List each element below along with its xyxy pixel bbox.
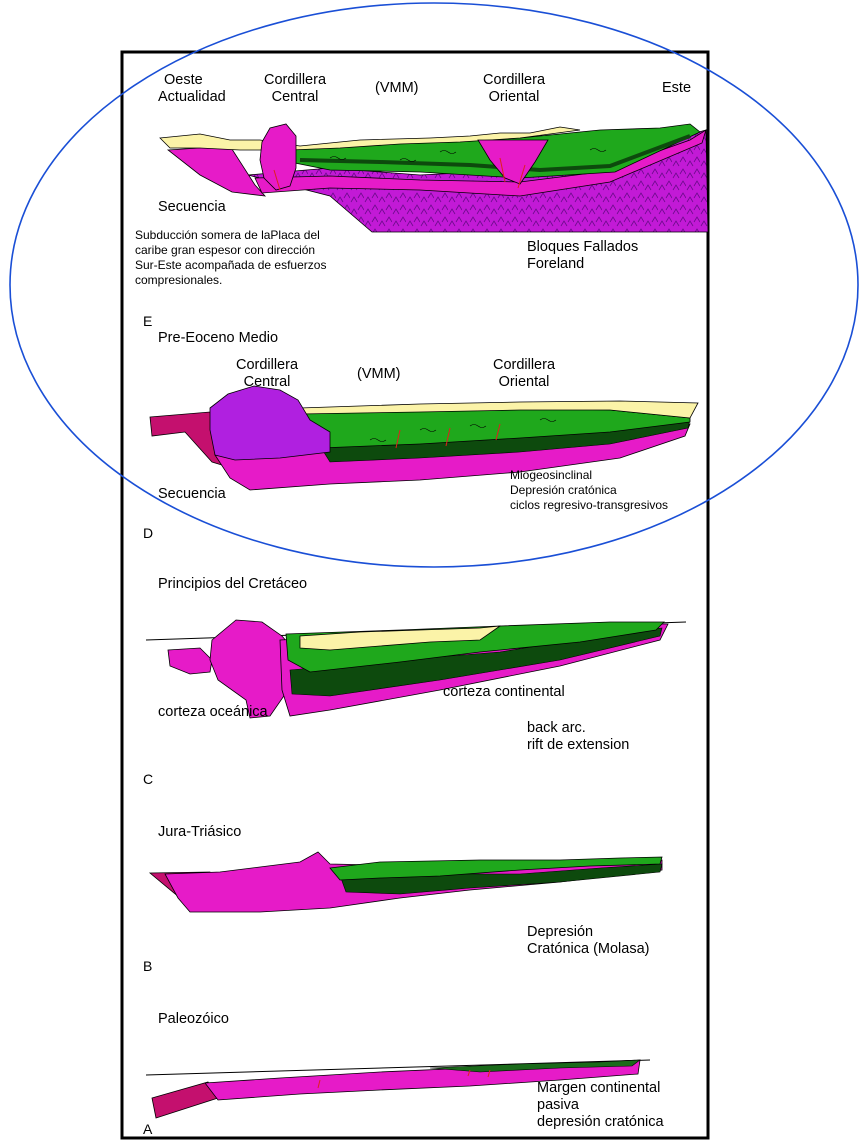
section-b	[150, 852, 662, 912]
label-a-note-3: depresión cratónica	[537, 1114, 664, 1131]
label-c-title: Principios del Cretáceo	[158, 576, 307, 593]
label-e-sequence: Secuencia	[158, 199, 226, 216]
label-letter-c: C	[143, 771, 153, 788]
label-d-cordillera-central-2: Central	[230, 374, 304, 391]
label-c-note-2: rift de extension	[527, 737, 629, 754]
label-b-title: Jura-Triásico	[158, 824, 241, 841]
label-d-note-1: Miogeosinclinal	[510, 468, 592, 482]
label-letter-d: D	[143, 525, 153, 542]
label-d-vmm: (VMM)	[357, 366, 401, 383]
label-west: Oeste	[164, 72, 203, 89]
label-e-blocks-2: Foreland	[527, 256, 584, 273]
label-e-note-2: caribe gran espesor con dirección	[135, 243, 315, 257]
label-e-note-1: Subducción somera de laPlaca del	[135, 228, 320, 242]
label-c-oceanic-crust: corteza oceánica	[158, 704, 268, 721]
label-c-note-1: back arc.	[527, 720, 586, 737]
label-present: Actualidad	[158, 89, 226, 106]
label-b-note-2: Cratónica (Molasa)	[527, 941, 650, 958]
label-d-cordillera-oriental-1: Cordillera	[487, 357, 561, 374]
label-c-continental-crust: corteza continental	[443, 684, 565, 701]
section-e	[160, 124, 708, 232]
label-a-note-2: pasiva	[537, 1097, 579, 1114]
label-letter-a: A	[143, 1121, 152, 1138]
label-e-cordillera-oriental-2: Oriental	[477, 89, 551, 106]
e-oceanic-wedge	[168, 146, 265, 196]
label-e-note-3: Sur-Este acompañada de esfuerzos	[135, 258, 326, 272]
label-letter-b: B	[143, 958, 152, 975]
label-e-blocks-1: Bloques Fallados	[527, 239, 638, 256]
label-a-title: Paleozóico	[158, 1011, 229, 1028]
section-d	[150, 386, 698, 490]
label-east: Este	[662, 80, 691, 97]
label-b-note-1: Depresión	[527, 924, 593, 941]
label-a-note-1: Margen continental	[537, 1080, 660, 1097]
label-d-sequence: Secuencia	[158, 486, 226, 503]
label-e-note-4: compresionales.	[135, 273, 222, 287]
label-d-cordillera-oriental-2: Oriental	[487, 374, 561, 391]
label-letter-e: E	[143, 313, 152, 330]
label-d-note-3: ciclos regresivo-transgresivos	[510, 498, 668, 512]
label-e-cordillera-central-2: Central	[258, 89, 332, 106]
label-d-title: Pre-Eoceno Medio	[158, 330, 278, 347]
label-d-cordillera-central-1: Cordillera	[230, 357, 304, 374]
label-e-cordillera-oriental-1: Cordillera	[477, 72, 551, 89]
d-purple-massif	[210, 386, 330, 460]
label-e-vmm: (VMM)	[375, 80, 419, 97]
label-e-cordillera-central-1: Cordillera	[258, 72, 332, 89]
label-d-note-2: Depresión cratónica	[510, 483, 617, 497]
c-oceanic-crust	[168, 648, 212, 674]
